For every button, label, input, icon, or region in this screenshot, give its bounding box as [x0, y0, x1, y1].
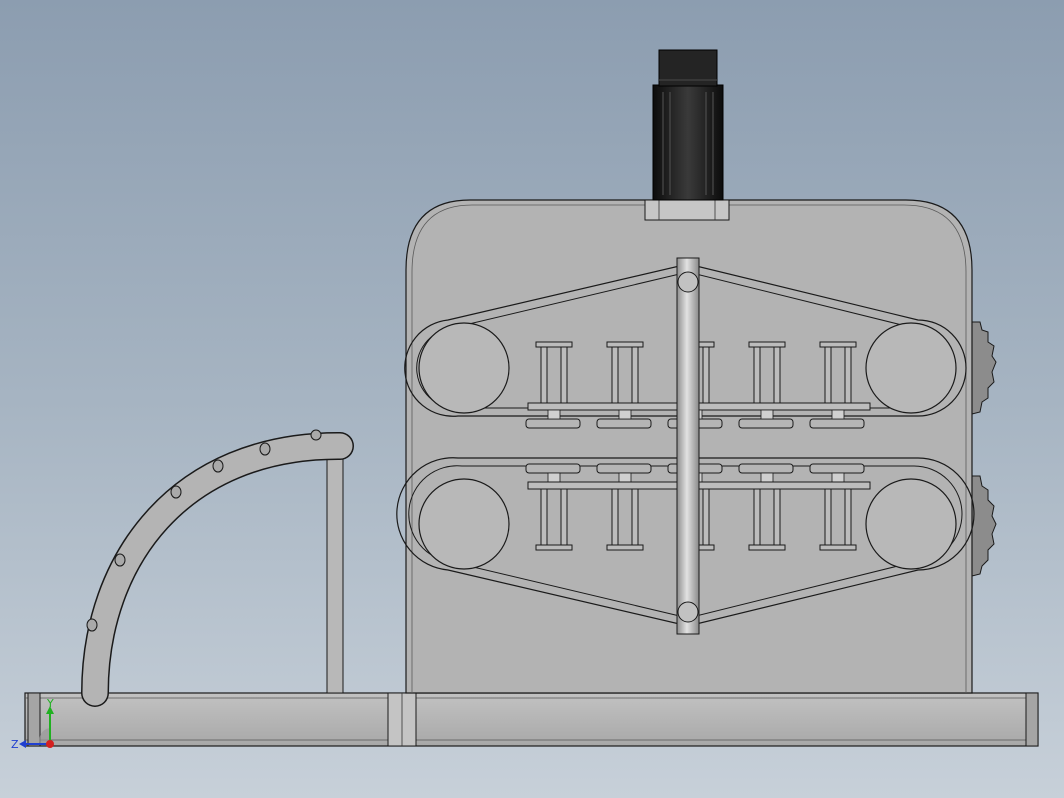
lower-right-sprocket: [865, 478, 957, 570]
upper-right-sprocket: [865, 322, 957, 414]
motor[interactable]: [644, 49, 730, 221]
drive-gear-lower[interactable]: [971, 475, 997, 577]
lower-left-sprocket: [418, 478, 510, 570]
axis-y-label: Y: [46, 697, 54, 710]
axis-triad: Y Z: [11, 697, 54, 751]
central-shaft[interactable]: [676, 257, 700, 635]
axis-z-label: Z: [11, 738, 19, 751]
drive-gear-upper[interactable]: [971, 321, 997, 415]
base-plate[interactable]: [24, 692, 1039, 747]
guide-rollers: [86, 429, 322, 632]
upper-left-sprocket: [418, 322, 510, 414]
curved-guide-frame[interactable]: [81, 429, 354, 707]
x-axis-icon: [46, 740, 54, 748]
